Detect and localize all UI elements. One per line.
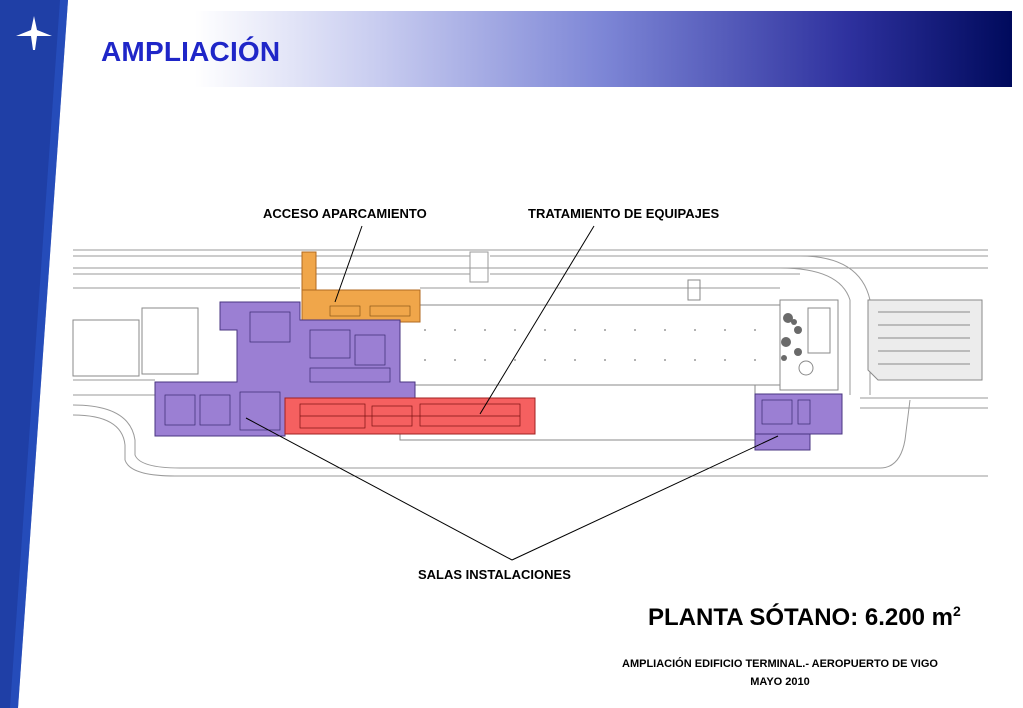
airplane-icon [16,16,52,50]
area-unit-exponent: 2 [952,603,961,619]
zone-parking-access [301,251,421,323]
page-title: AMPLIACIÓN [101,36,281,67]
leader-lines [245,225,779,561]
column-grid [424,329,756,361]
sidebar-band [0,0,68,708]
parking-access-label: ACCESO APARCAMIENTO [263,206,427,221]
footer-date: MAYO 2010 [750,676,810,688]
baggage-treatment-label: TRATAMIENTO DE EQUIPAJES [528,206,720,221]
parking-stalls [878,311,970,365]
road-lines [72,249,988,477]
parking-lot [867,299,983,381]
floor-area-label: PLANTA SÓTANO: 6.200 m2 [648,603,961,632]
zone-installation-right [754,393,843,451]
trees [781,313,802,361]
footer-project-title: AMPLIACIÓN EDIFICIO TERMINAL.- AEROPUERT… [622,658,938,670]
installation-rooms-label: SALAS INSTALACIONES [418,567,571,582]
floor-area-text: PLANTA SÓTANO: 6.200 m [648,604,953,631]
header-gradient-bar [195,11,1012,87]
zone-baggage-treatment [284,397,536,435]
